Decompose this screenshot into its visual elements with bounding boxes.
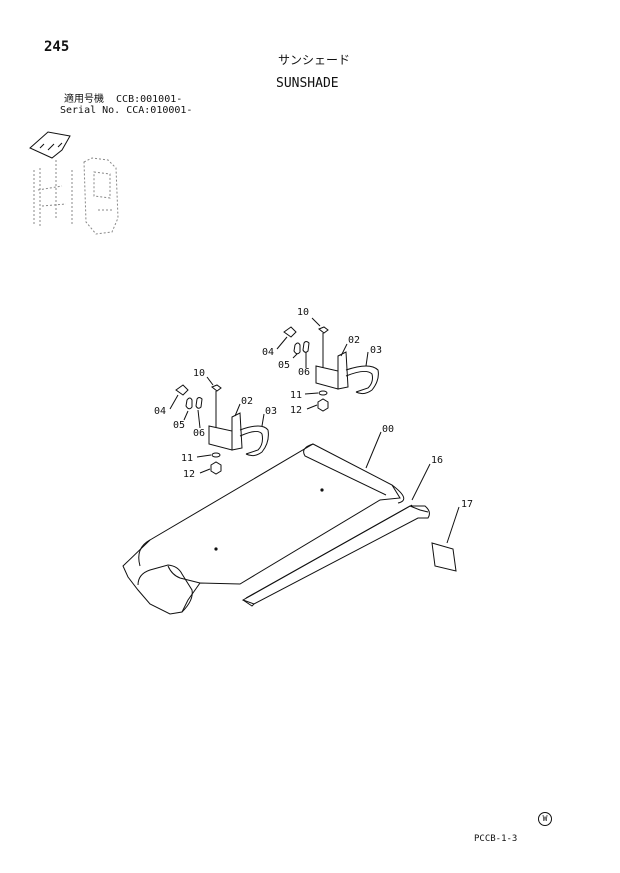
part-label: 10 bbox=[297, 307, 309, 318]
part-label: 02 bbox=[241, 396, 253, 407]
part-labels: 10 04 05 06 02 03 11 12 10 04 05 06 02 0… bbox=[154, 307, 473, 510]
applicable-serial: Serial No. CCA:010001- bbox=[60, 105, 193, 116]
page-title-japanese: サンシェード bbox=[278, 53, 351, 67]
part-label: 05 bbox=[278, 360, 290, 371]
part-label: 00 bbox=[382, 424, 394, 435]
part-label: 12 bbox=[290, 405, 302, 416]
part-label: 06 bbox=[298, 367, 310, 378]
page-title: SUNSHADE bbox=[276, 76, 339, 91]
part-label: 03 bbox=[265, 406, 277, 417]
part-label: 05 bbox=[173, 420, 185, 431]
watermark-mark: W bbox=[538, 812, 552, 826]
part-label: 02 bbox=[348, 335, 360, 346]
part-label: 04 bbox=[154, 406, 166, 417]
drawing-code: PCCB-1-3 bbox=[474, 834, 518, 844]
part-label: 11 bbox=[290, 390, 302, 401]
applicable-serial-japanese: 適用号機 CCB:001001- bbox=[64, 94, 183, 105]
part-label: 17 bbox=[461, 499, 473, 510]
part-label: 12 bbox=[183, 469, 195, 480]
part-label: 03 bbox=[370, 345, 382, 356]
part-label: 16 bbox=[431, 455, 443, 466]
lower-bracket-assembly bbox=[175, 384, 269, 475]
part-label: 06 bbox=[193, 428, 205, 439]
sunshade-panel bbox=[122, 443, 405, 615]
part-label: 04 bbox=[262, 347, 274, 358]
leader-lines bbox=[169, 317, 460, 544]
page-number: 245 bbox=[44, 39, 70, 55]
part-label: 10 bbox=[193, 368, 205, 379]
machine-thumbnail bbox=[29, 131, 119, 235]
upper-bracket-assembly bbox=[283, 326, 379, 412]
caution-label bbox=[431, 542, 457, 572]
rubber-strip bbox=[241, 504, 430, 607]
part-label: 11 bbox=[181, 453, 193, 464]
